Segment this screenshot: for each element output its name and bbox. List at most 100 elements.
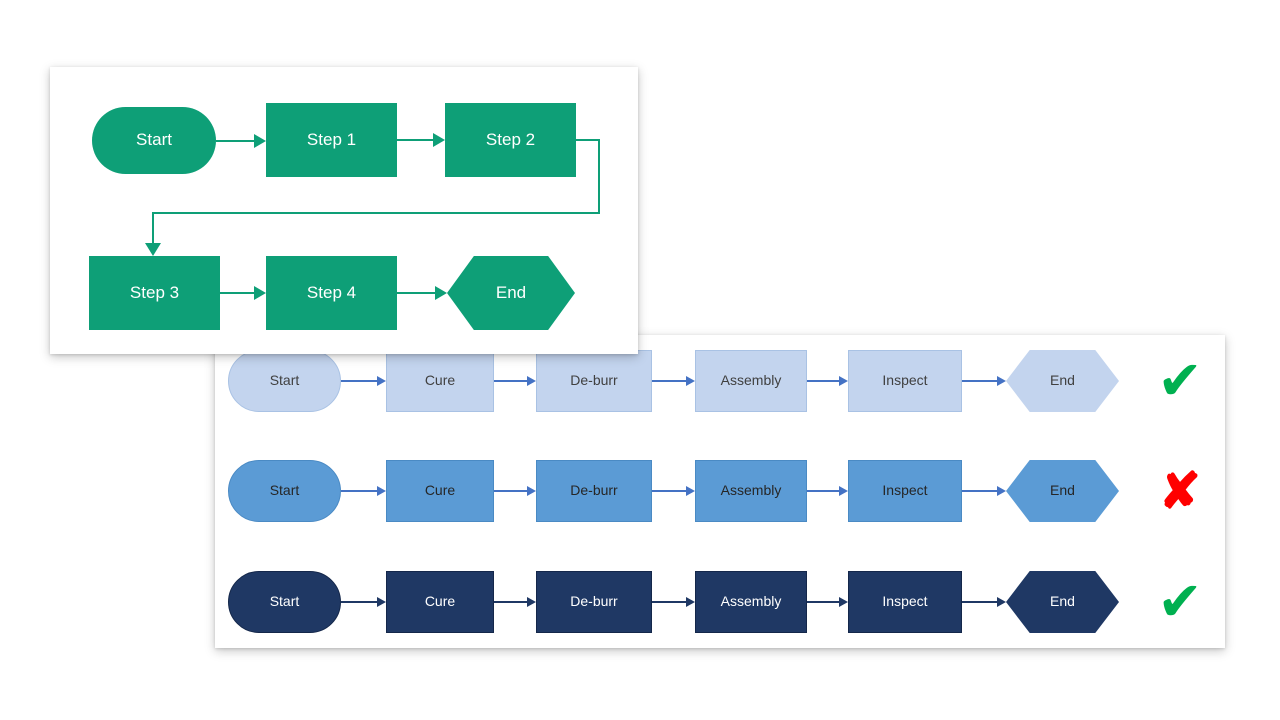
node-label: Assembly [720,372,782,389]
node-label: End [1050,593,1075,610]
node-row-dark-assembly[interactable]: Assembly [695,571,807,633]
green-node-step2[interactable]: Step 2 [445,103,576,177]
flow-row-row-light: Start Cure De-burr Assembly Inspect End ✔ [215,350,1225,438]
connector-arrowhead-icon [527,376,536,386]
green-flowchart-panel: Start Step 1 Step 2 Step 3 Step 4 End [50,67,638,354]
connector-arrowhead-icon [377,486,386,496]
node-label: De-burr [570,482,618,499]
connector-arrowhead-icon [997,376,1006,386]
node-row-medium-de-burr[interactable]: De-burr [536,460,652,522]
node-label: Start [269,372,300,389]
node-label: De-burr [570,593,618,610]
node-label: Cure [424,372,456,389]
connector-arrowhead-icon [839,486,848,496]
connector-line [494,601,527,603]
flow-row-row-dark: Start Cure De-burr Assembly Inspect End ✔ [215,571,1225,659]
connector-line [341,380,377,382]
connector-line [807,601,839,603]
node-row-medium-assembly[interactable]: Assembly [695,460,807,522]
connector-line [652,490,686,492]
connector-line [962,490,997,492]
green-node-label: Step 4 [306,282,357,302]
connector-arrowhead-icon [997,486,1006,496]
green-connector-start-to-step1-arrowhead [254,133,266,148]
node-label: De-burr [570,372,618,389]
connector-line [341,601,377,603]
node-row-dark-start[interactable]: Start [228,571,341,633]
node-row-medium-cure[interactable]: Cure [386,460,494,522]
green-connector-step2-to-step3-seg-down [598,139,600,214]
connector-arrowhead-icon [686,376,695,386]
connector-line [341,490,377,492]
connector-row-medium-3 [807,486,848,496]
node-label: Assembly [720,593,782,610]
connector-row-dark-3 [807,597,848,607]
node-row-medium-start[interactable]: Start [228,460,341,522]
node-row-medium-inspect[interactable]: Inspect [848,460,962,522]
green-node-step4[interactable]: Step 4 [266,256,397,330]
green-node-step1[interactable]: Step 1 [266,103,397,177]
connector-row-light-4 [962,376,1006,386]
node-row-light-start[interactable]: Start [228,350,341,412]
node-row-light-end[interactable]: End [1006,350,1119,412]
node-row-light-assembly[interactable]: Assembly [695,350,807,412]
connector-row-dark-4 [962,597,1006,607]
green-connector-step1-to-step2-line [397,139,433,141]
green-node-label: Step 3 [129,282,180,302]
green-connector-step4-to-end-line [397,292,435,294]
node-row-dark-end[interactable]: End [1006,571,1119,633]
green-connector-step2-to-step3-arrowhead [144,243,161,256]
node-label: End [1050,482,1075,499]
connector-arrowhead-icon [377,597,386,607]
connector-row-medium-4 [962,486,1006,496]
connector-line [494,380,527,382]
green-node-label: Step 1 [306,129,357,149]
connector-arrowhead-icon [839,597,848,607]
connector-line [494,490,527,492]
connector-line [807,380,839,382]
flow-row-row-medium: Start Cure De-burr Assembly Inspect End ✘ [215,460,1225,548]
connector-row-medium-2 [652,486,695,496]
node-label: Start [269,482,300,499]
node-row-light-cure[interactable]: Cure [386,350,494,412]
connector-row-medium-0 [341,486,386,496]
cross-mark-icon: ✘ [1159,463,1201,519]
connector-arrowhead-icon [997,597,1006,607]
connector-row-light-0 [341,376,386,386]
node-row-dark-cure[interactable]: Cure [386,571,494,633]
green-node-end[interactable]: End [447,256,575,330]
connector-row-light-1 [494,376,536,386]
green-node-label: Step 2 [485,129,536,149]
green-node-label: Start [136,130,172,150]
node-row-medium-end[interactable]: End [1006,460,1119,522]
connector-line [962,380,997,382]
connector-arrowhead-icon [377,376,386,386]
node-label: Start [269,593,300,610]
connector-row-light-2 [652,376,695,386]
node-label: Inspect [882,593,928,610]
connector-row-light-3 [807,376,848,386]
green-node-step3[interactable]: Step 3 [89,256,220,330]
connector-row-dark-0 [341,597,386,607]
node-label: Cure [424,593,456,610]
node-label: Cure [424,482,456,499]
green-connector-step3-to-step4-line [220,292,254,294]
check-mark-icon: ✔ [1157,349,1203,412]
connector-arrowhead-icon [686,597,695,607]
check-mark-icon: ✔ [1157,570,1203,633]
node-label: Inspect [882,372,928,389]
connector-line [807,490,839,492]
connector-line [652,601,686,603]
node-row-light-inspect[interactable]: Inspect [848,350,962,412]
connector-arrowhead-icon [839,376,848,386]
green-connector-step1-to-step2-arrowhead [433,133,445,147]
node-row-dark-inspect[interactable]: Inspect [848,571,962,633]
green-node-start[interactable]: Start [92,107,216,174]
green-connector-step3-to-step4-arrowhead [254,286,266,300]
connector-row-dark-1 [494,597,536,607]
node-row-light-de-burr[interactable]: De-burr [536,350,652,412]
node-row-dark-de-burr[interactable]: De-burr [536,571,652,633]
green-connector-step2-to-step3-seg-left [151,212,600,214]
green-connector-step2-to-step3-seg-enter [151,212,154,243]
